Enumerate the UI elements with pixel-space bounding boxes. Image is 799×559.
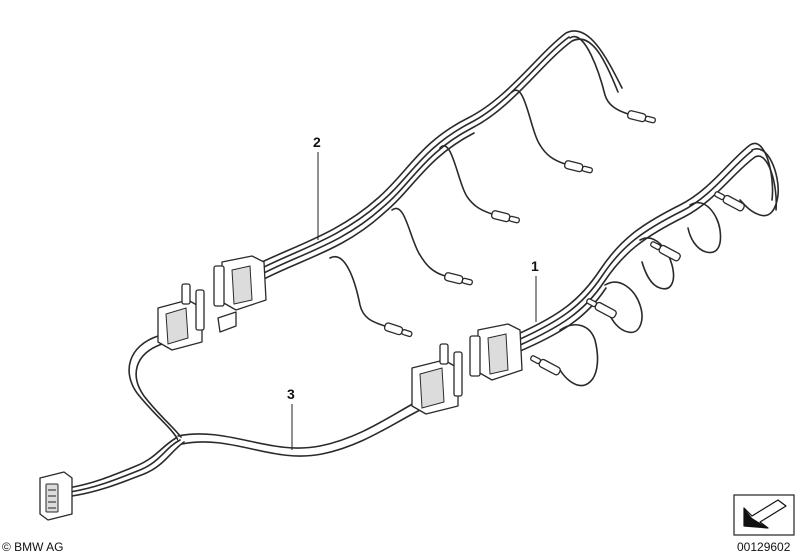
harness-2-bundle [259, 30, 623, 281]
callout-2: 2 [313, 134, 321, 150]
callout-3: 3 [287, 386, 295, 402]
harness-1-branches [559, 147, 779, 387]
harness-3-connector-b [411, 343, 463, 415]
harness-1-terminals [530, 191, 745, 376]
harness-1-connector [469, 323, 523, 381]
harness-2-connector [213, 255, 267, 333]
harness-1 [469, 142, 779, 387]
harness-1-bundle [517, 142, 778, 353]
harness-2-terminals [383, 110, 656, 338]
callout-1: 1 [531, 258, 539, 274]
harness-3-end-connector [39, 471, 73, 521]
harness-3 [39, 283, 463, 521]
harness-3-connector-a [157, 283, 205, 351]
arrow-down-left-icon [733, 494, 795, 536]
harness-2-branches [329, 35, 629, 327]
callout-leaders [291, 152, 537, 450]
harness-3-cable [67, 335, 423, 497]
harness-2 [213, 30, 656, 338]
diagram-id: 00129602 [737, 540, 791, 554]
copyright-text: © BMW AG [2, 540, 64, 554]
